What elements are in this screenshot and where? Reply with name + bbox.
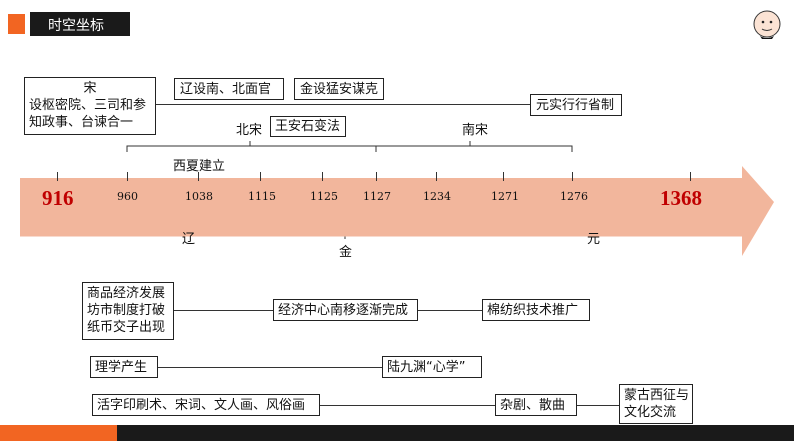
economy-factor-3: 纸币交子出现 xyxy=(87,320,166,335)
year-1271: 1271 xyxy=(491,190,519,203)
yuan-label: 元 xyxy=(587,232,601,247)
south-song-label: 南宋 xyxy=(462,123,489,138)
cotton-textile-box: 棉纺织技术推广 xyxy=(482,299,590,321)
footer-accent-bar xyxy=(0,425,117,441)
mongol-west-expedition-box: 蒙古西征与 文化交流 xyxy=(619,384,693,424)
mongol-line2: 文化交流 xyxy=(624,405,677,420)
year-end: 1368 xyxy=(660,186,702,210)
zaju-sanqu-box: 杂剧、散曲 xyxy=(495,394,577,416)
north-song-label: 北宋 xyxy=(236,123,263,138)
year-1234: 1234 xyxy=(423,190,451,203)
lixue-connector xyxy=(158,367,382,368)
song-line2: 知政事、台谏合一 xyxy=(29,115,134,130)
lixue-box: 理学产生 xyxy=(90,356,158,378)
lujiuyuan-xinxue-box: 陆九渊“心学” xyxy=(382,356,482,378)
xixia-label: 西夏建立 xyxy=(173,159,226,174)
tick-1115 xyxy=(260,172,261,181)
tick-1234 xyxy=(436,172,437,181)
song-title: 宋 xyxy=(83,81,97,96)
culture-connector-2 xyxy=(577,405,619,406)
economy-factor-1: 商品经济发展 xyxy=(87,286,166,301)
footer-dark-bar xyxy=(117,425,794,441)
song-to-yuan-connector xyxy=(156,104,530,105)
tick-1276 xyxy=(572,172,573,181)
header-accent-block xyxy=(8,14,25,34)
year-start: 916 xyxy=(42,186,74,210)
year-1125: 1125 xyxy=(310,190,338,203)
culture-achievements-box: 活字印刷术、宋词、文人画、风俗画 xyxy=(92,394,320,416)
economy-connector-2 xyxy=(418,310,482,311)
song-institutions-box: 宋 设枢密院、三司和参 知政事、台谏合一 xyxy=(24,77,156,135)
tick-960 xyxy=(127,172,128,181)
liao-officials-box: 辽设南、北面官 xyxy=(174,78,284,100)
header-title-bar xyxy=(30,12,130,36)
jin-mengan-box: 金设猛安谋克 xyxy=(294,78,384,100)
culture-connector-1 xyxy=(320,405,495,406)
jin-label: 金 xyxy=(339,245,353,260)
year-1276: 1276 xyxy=(560,190,588,203)
teacher-avatar-icon xyxy=(752,10,782,40)
year-960: 960 xyxy=(117,190,138,203)
tick-1368 xyxy=(690,172,691,181)
north-song-brace xyxy=(126,141,377,152)
economic-center-south-box: 经济中心南移逐渐完成 xyxy=(273,299,418,321)
mongol-line1: 蒙古西征与 xyxy=(624,388,690,403)
tick-916 xyxy=(57,172,58,181)
year-1038: 1038 xyxy=(185,190,213,203)
liao-label: 辽 xyxy=(182,232,196,247)
south-song-brace xyxy=(375,141,573,152)
economy-connector-1 xyxy=(174,310,273,311)
song-line1: 设枢密院、三司和参 xyxy=(29,98,147,113)
tick-1038 xyxy=(198,172,199,181)
wang-anshi-reform-box: 王安石变法 xyxy=(270,116,346,137)
tick-1127 xyxy=(376,172,377,181)
tick-1125 xyxy=(322,172,323,181)
economy-factors-box: 商品经济发展 坊市制度打破 纸币交子出现 xyxy=(82,282,174,340)
yuan-province-box: 元实行行省制 xyxy=(530,94,622,116)
economy-factor-2: 坊市制度打破 xyxy=(87,303,166,318)
timeline-arrow xyxy=(20,166,774,256)
page-title: 时空坐标 xyxy=(48,17,104,33)
tick-1271 xyxy=(503,172,504,181)
year-1115: 1115 xyxy=(248,190,276,203)
year-1127: 1127 xyxy=(363,190,391,203)
